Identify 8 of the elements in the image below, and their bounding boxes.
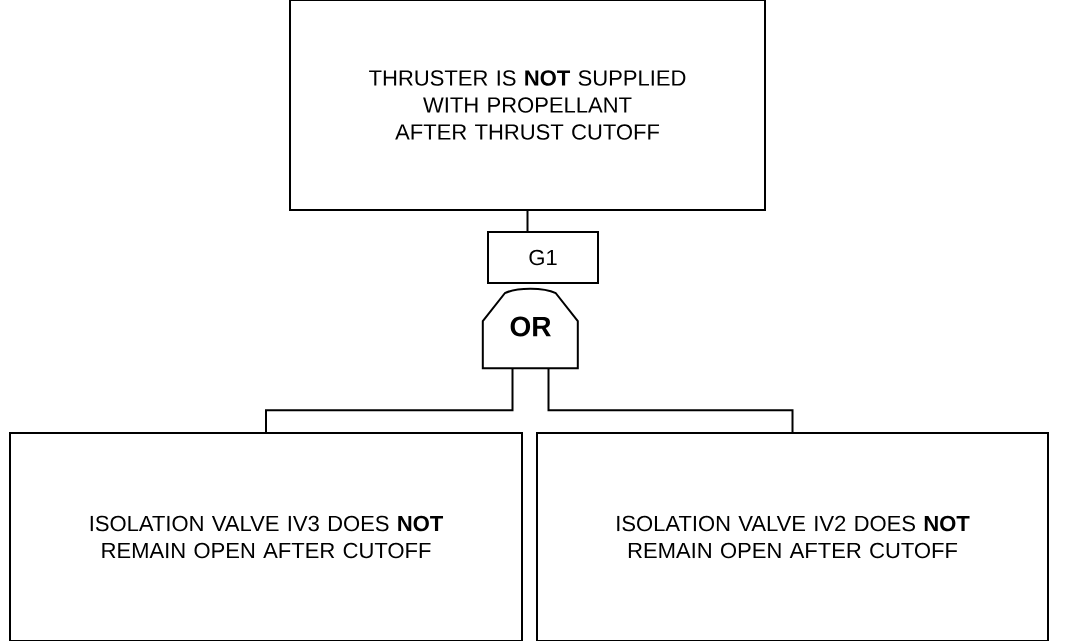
event-box: G1: [487, 231, 599, 284]
event-box: ISOLATION VALVE IV3 DOES NOT REMAIN OPEN AFTER CUTOFF: [9, 432, 523, 641]
connector-line: [547, 367, 794, 433]
or-gate: OR: [481, 287, 579, 370]
event-box: ISOLATION VALVE IV2 DOES NOT REMAIN OPEN AFTER CUTOFF: [536, 432, 1049, 641]
connector-line: [265, 367, 514, 433]
connector-line: [526, 210, 529, 232]
event-box: THRUSTER IS NOT SUPPLIED WITH PROPELLANT AFTER THRUST CUTOFF: [289, 0, 766, 211]
